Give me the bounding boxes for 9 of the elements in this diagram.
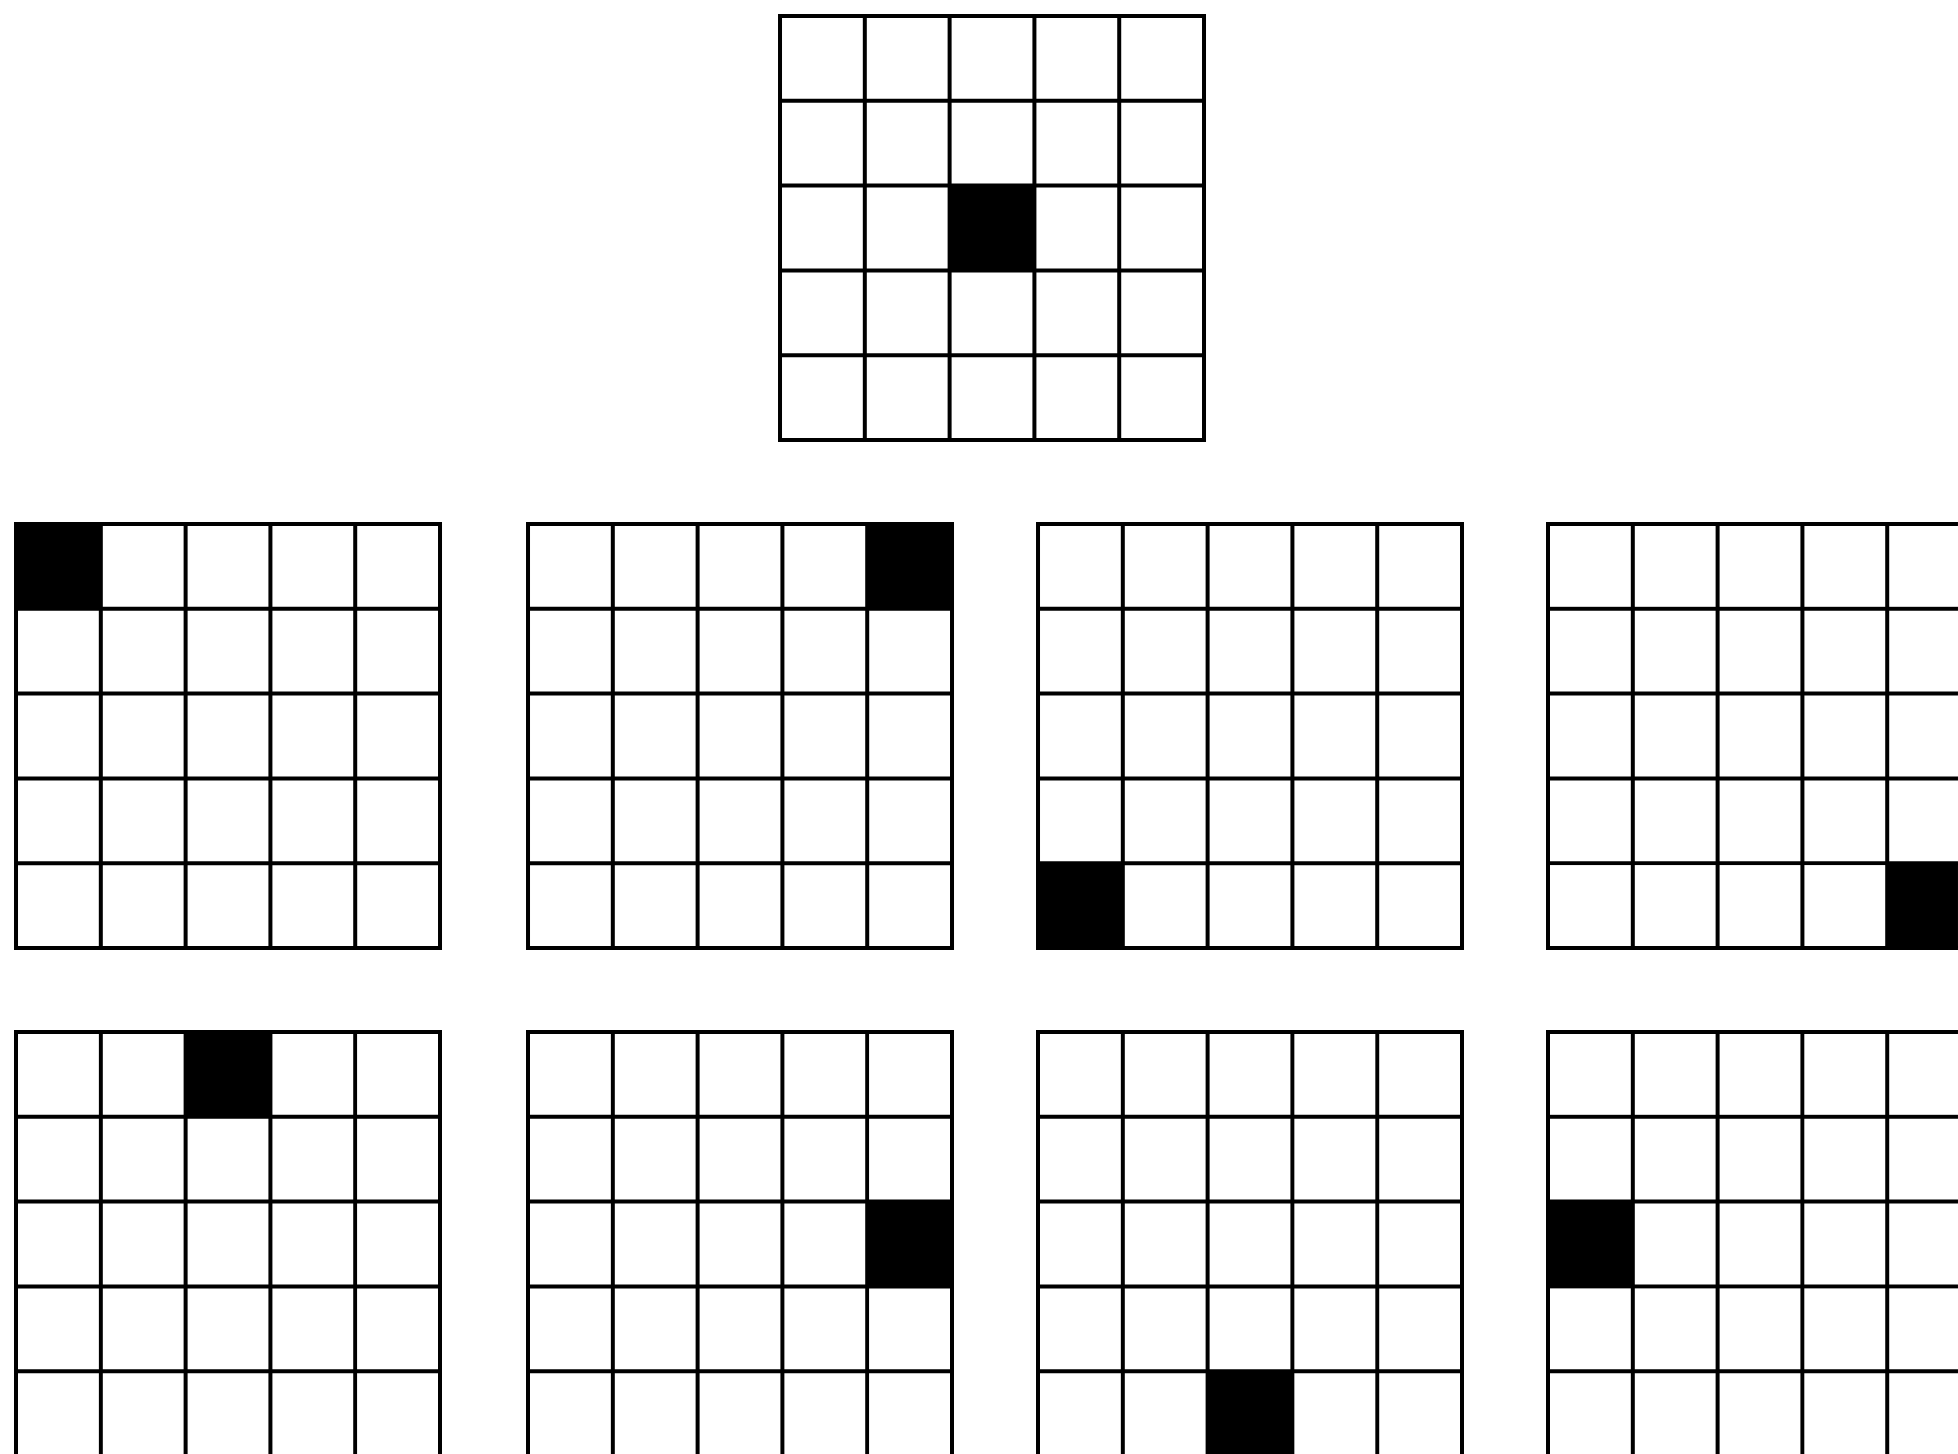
- grid-drawing: [526, 522, 954, 950]
- grid-drawing: [14, 522, 442, 950]
- grid-drawing: [1546, 1030, 1958, 1454]
- grid-drawing: [1546, 522, 1958, 950]
- grid-drawing: [778, 14, 1206, 442]
- grid-drawing: [14, 1030, 442, 1454]
- grid-drawing: [1036, 522, 1464, 950]
- grid-drawing: [526, 1030, 954, 1454]
- grid-drawing: [1036, 1030, 1464, 1454]
